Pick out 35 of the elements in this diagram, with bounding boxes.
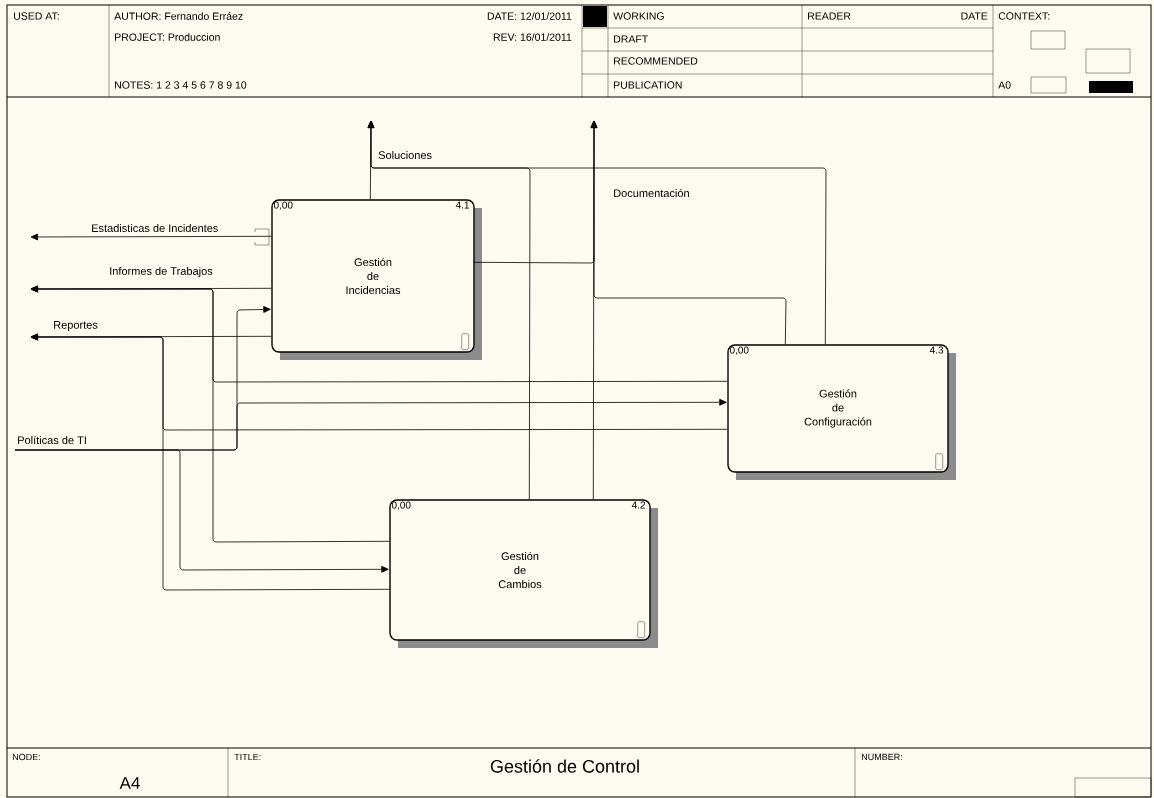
edge-label: Soluciones [377, 149, 433, 161]
header-text: READER [808, 12, 851, 20]
edge-label: Políticas de TI [16, 434, 88, 446]
header-text: DATE [961, 12, 988, 20]
header-text: TITLE: [234, 753, 261, 761]
edge-label: Documentación [612, 187, 691, 199]
header-text: A0 [998, 81, 1011, 89]
header-text: WORKING [613, 12, 664, 20]
header-text: NOTES: 1 2 3 4 5 6 7 8 9 10 [115, 81, 247, 89]
arrow [30, 233, 272, 241]
title: Gestión de Control [490, 759, 639, 773]
header-text: NODE: [12, 753, 40, 761]
arrow [14, 449, 389, 573]
arrow [590, 120, 787, 345]
header-text: PROJECT: Produccion [115, 33, 220, 41]
arrow [30, 333, 390, 591]
header-text: AUTHOR: Fernando Erráez [114, 12, 243, 20]
header-text: CONTEXT: [998, 12, 1050, 20]
header-text: NUMBER: [861, 753, 902, 761]
header-text: A4 [119, 777, 140, 789]
activity-box: Gestión de Configuración 0,00 4.3 [727, 344, 956, 480]
header-text: RECOMMENDED [614, 57, 698, 65]
header-text: PUBLICATION [614, 81, 682, 89]
header-text: DATE: 12/01/2011 [487, 12, 572, 20]
node-label: 0,00 [729, 346, 749, 355]
activity-box: Gestión de Incidencias 0,00 4.1 [271, 199, 482, 360]
header-text: DRAFT [614, 35, 648, 43]
arrow [367, 120, 827, 345]
header-text: USED AT: [14, 12, 59, 20]
edge-label: Estadisticas de Incidentes [90, 222, 220, 234]
node-label: 4.3 [929, 346, 944, 354]
edge-label: Reportes [52, 320, 99, 332]
header-text: REV: 16/01/2011 [493, 33, 572, 41]
activity-box: Gestión de Cambios 0,00 4.2 [389, 499, 658, 648]
arrow [30, 285, 390, 543]
